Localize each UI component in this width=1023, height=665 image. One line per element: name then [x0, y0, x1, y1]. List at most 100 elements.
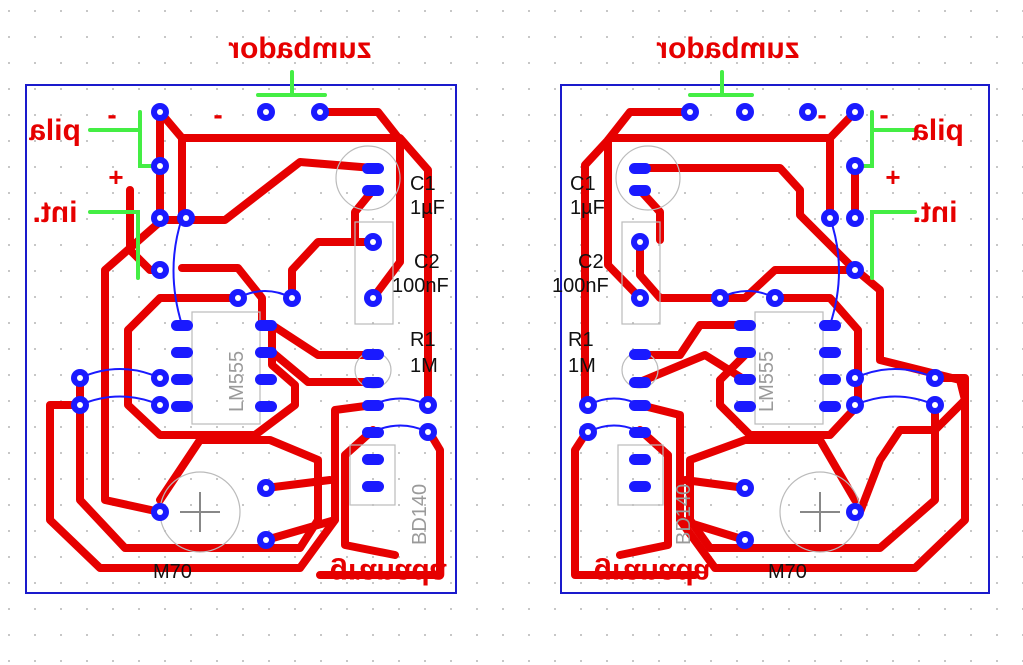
minus-label: - — [879, 99, 888, 130]
pad — [819, 374, 841, 385]
transistor-label: BD140 — [409, 484, 431, 545]
pad-hole — [852, 267, 858, 273]
pad-hole — [805, 109, 811, 115]
c1-outline — [335, 145, 401, 211]
buzzer-wire — [256, 70, 327, 97]
ic-outline — [754, 311, 824, 425]
plus-label: + — [108, 162, 123, 192]
pad — [734, 347, 756, 358]
trace — [636, 321, 749, 359]
minus-label: - — [213, 99, 222, 130]
pad — [362, 454, 384, 465]
pad-hole — [263, 537, 269, 543]
int-wire — [88, 210, 140, 280]
trace — [616, 426, 672, 559]
ic-label: LM555 — [226, 351, 248, 412]
motor-label: M70 — [153, 561, 192, 583]
trace — [262, 516, 339, 544]
pad — [819, 320, 841, 331]
pad — [819, 401, 841, 412]
c1-value: 1µF — [570, 197, 605, 219]
wires-left — [88, 70, 327, 280]
pad — [629, 454, 651, 465]
pad-hole — [852, 163, 858, 169]
pad-holes-right — [585, 109, 938, 543]
pad — [629, 163, 651, 174]
pad — [734, 374, 756, 385]
trace — [681, 476, 749, 492]
r1-value: 1M — [568, 355, 596, 377]
trace — [262, 476, 334, 492]
pad-holes-left — [77, 109, 431, 543]
transistor-label: BD140 — [673, 484, 695, 545]
pad — [362, 349, 384, 360]
pad — [255, 347, 277, 358]
left-board: zumbador pila int. granada - - + C1 1µF … — [25, 32, 457, 594]
pad-hole — [157, 215, 163, 221]
pad — [734, 401, 756, 412]
pad-hole — [157, 109, 163, 115]
pad-hole — [263, 109, 269, 115]
r1-name: R1 — [568, 329, 594, 351]
pad — [362, 400, 384, 411]
pad-hole — [637, 295, 643, 301]
trace — [46, 401, 377, 572]
pad — [171, 320, 193, 331]
pad-hole — [183, 215, 189, 221]
trace — [316, 108, 404, 302]
pad-hole — [317, 109, 323, 115]
pad-hole — [772, 295, 778, 301]
granada-label: granada — [594, 557, 711, 590]
int-wire — [870, 210, 917, 280]
pad — [362, 163, 384, 174]
pad-hole — [425, 402, 431, 408]
int-label: int. — [33, 196, 78, 229]
pad-hole — [157, 267, 163, 273]
pad-hole — [235, 295, 241, 301]
ic-outline — [191, 311, 261, 425]
c1-outline — [615, 145, 681, 211]
pad-hole — [932, 375, 938, 381]
buzzer-wire — [688, 70, 754, 97]
pad — [629, 481, 651, 492]
pad — [362, 427, 384, 438]
ic-label: LM555 — [756, 351, 778, 412]
pad — [255, 401, 277, 412]
board-outline-left — [25, 84, 457, 594]
c2-outline — [354, 221, 394, 325]
r1-name: R1 — [410, 329, 436, 351]
pad-hole — [77, 402, 83, 408]
right-board: zumbador pila int. granada - - + C1 1µF … — [552, 32, 990, 594]
pad-hole — [425, 429, 431, 435]
pad-hole — [717, 295, 723, 301]
pad-hole — [637, 239, 643, 245]
trace — [316, 426, 444, 579]
pad — [629, 400, 651, 411]
title-label: zumbador — [656, 32, 800, 65]
trace — [636, 374, 969, 572]
trace — [604, 108, 694, 302]
c1-name: C1 — [570, 173, 596, 195]
pad — [819, 347, 841, 358]
trace — [636, 351, 749, 386]
pad-hole — [370, 239, 376, 245]
c2-value: 100nF — [552, 275, 609, 297]
board-outline-right — [560, 84, 990, 594]
c2-name: C2 — [578, 251, 604, 273]
pad-hole — [742, 537, 748, 543]
pad — [255, 374, 277, 385]
c1-value: 1µF — [410, 197, 445, 219]
title-label: zumbador — [228, 32, 372, 65]
trace — [268, 348, 377, 386]
pad — [734, 320, 756, 331]
pad-hole — [932, 402, 938, 408]
pad — [629, 427, 651, 438]
plus-label: + — [885, 162, 900, 192]
granada-label: granada — [330, 557, 447, 590]
trace — [268, 321, 377, 359]
pad-hole — [157, 163, 163, 169]
pila-label: pila — [912, 114, 964, 147]
pad-hole — [852, 509, 858, 515]
minus-label: - — [817, 99, 826, 130]
pad-hole — [157, 402, 163, 408]
